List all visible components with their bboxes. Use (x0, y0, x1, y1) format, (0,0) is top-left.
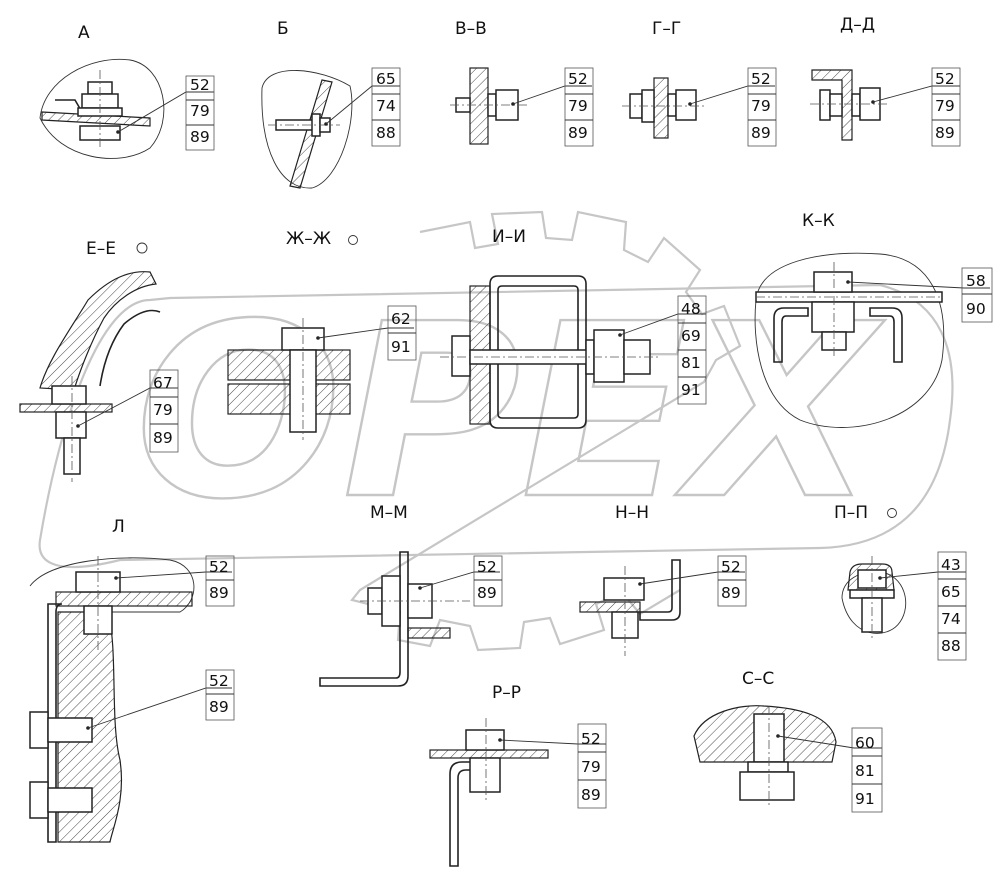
callout-ref: 88 (376, 124, 396, 142)
callout-ref: 89 (477, 584, 497, 602)
callout-ref: 69 (681, 327, 701, 345)
callout-ref: 88 (941, 637, 961, 655)
view-label: Г–Г (652, 19, 681, 39)
view-rr: Р–Р 52 79 89 (429, 683, 607, 867)
callout-ref: 79 (190, 102, 210, 120)
view-kk: К–К 58 90 (754, 211, 993, 428)
callout-ref: 89 (581, 786, 601, 804)
callout-ref: 52 (209, 558, 229, 576)
callout-ref: 74 (941, 610, 961, 628)
view-pp: П–П 43 65 74 88 (834, 503, 967, 661)
view-dd: Д–Д 52 79 89 (810, 15, 961, 147)
callout-ref: 79 (568, 97, 588, 115)
callout-ref: 62 (391, 310, 411, 328)
view-label: Е–Е (86, 239, 116, 259)
callout-ref: 52 (935, 70, 955, 88)
view-ee: Е–Е 67 79 89 (19, 239, 179, 482)
view-label: Р–Р (492, 683, 521, 703)
callout-ref: 79 (751, 97, 771, 115)
callout-ref: 52 (477, 558, 497, 576)
callout-ref: 89 (721, 584, 741, 602)
view-label: Б (277, 19, 289, 39)
callout-ref: 89 (190, 128, 210, 146)
callout-ref: 81 (855, 762, 875, 780)
callout-ref: 60 (855, 734, 875, 752)
view-label: И–И (492, 227, 526, 247)
callout-ref: 91 (391, 338, 411, 356)
callout-ref: 52 (751, 70, 771, 88)
view-b: Б 65 74 88 (261, 19, 401, 189)
callout-ref: 89 (209, 584, 229, 602)
view-l: Л 52 89 52 89 (29, 517, 235, 843)
callout-ref: 89 (568, 124, 588, 142)
callout-ref: 52 (581, 730, 601, 748)
view-label: А (78, 23, 90, 43)
view-label: М–М (370, 503, 408, 523)
view-gg: Г–Г 52 79 89 (622, 19, 777, 147)
view-label: Д–Д (840, 15, 875, 35)
callout-ref: 74 (376, 97, 396, 115)
callout-ref: 52 (721, 558, 741, 576)
callout-ref: 79 (153, 401, 173, 419)
view-vv: В–В 52 79 89 (450, 19, 594, 147)
view-ss: С–С 60 81 91 (693, 669, 883, 813)
view-label: С–С (742, 669, 774, 689)
callout-ref: 79 (581, 758, 601, 776)
watermark-gear (350, 210, 742, 652)
rotation-icon (136, 242, 148, 254)
callout-ref: 48 (681, 300, 701, 318)
callout-ref: 65 (941, 583, 961, 601)
callout-ref: 90 (966, 300, 986, 318)
rotation-icon (887, 508, 897, 518)
callout-ref: 91 (681, 381, 701, 399)
callout-ref: 43 (941, 556, 961, 574)
callout-ref: 58 (966, 272, 986, 290)
view-ii: И–И 48 69 81 91 (440, 227, 707, 429)
callout-ref: 89 (153, 429, 173, 447)
view-label: П–П (834, 503, 868, 523)
view-zhzh: Ж–Ж 62 91 (227, 229, 417, 440)
callout-ref: 52 (209, 672, 229, 690)
view-mm: М–М 52 89 (319, 503, 503, 687)
callout-ref: 89 (935, 124, 955, 142)
view-label: К–К (802, 211, 835, 231)
callout-ref: 79 (935, 97, 955, 115)
view-label: Н–Н (615, 503, 649, 523)
view-label: Ж–Ж (286, 229, 331, 249)
callout-ref: 52 (568, 70, 588, 88)
callout-ref: 65 (376, 70, 396, 88)
view-label: Л (112, 517, 125, 537)
view-label: В–В (455, 19, 487, 39)
callout-ref: 81 (681, 354, 701, 372)
view-a: А 52 79 89 (39, 23, 215, 159)
callout-ref: 67 (153, 374, 173, 392)
view-nn: Н–Н 52 89 (579, 503, 747, 656)
callout-ref: 91 (855, 790, 875, 808)
callout-ref: 52 (190, 76, 210, 94)
callout-ref: 89 (209, 698, 229, 716)
callout-ref: 89 (751, 124, 771, 142)
rotation-icon (348, 235, 358, 245)
